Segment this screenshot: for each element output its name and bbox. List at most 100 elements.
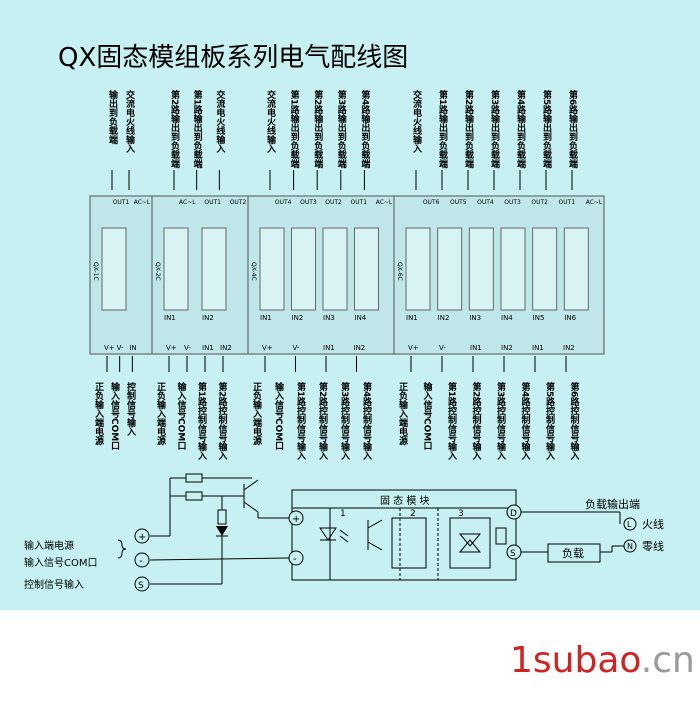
bottom-terminal-label: IN <box>129 344 136 352</box>
bottom-wire-label: 输入信号COM口 <box>109 381 121 451</box>
bottom-wire-label: 第6路控制信号输入 <box>569 381 581 461</box>
bottom-wire-label: 第3路控制信号输入 <box>495 381 507 461</box>
bottom-wire-label: 输入信号COM口 <box>273 381 285 451</box>
block-s-symbol: S <box>510 549 516 559</box>
top-terminal-label: OUT1 <box>204 199 221 206</box>
resistor-3 <box>217 509 227 525</box>
module-model-label: QX-1C <box>92 262 99 281</box>
top-wire-label: 输出到负载端 <box>107 89 118 145</box>
bottom-wire-label: 输入信号COM口 <box>422 381 434 451</box>
module-model-label: QX-6C <box>396 262 403 281</box>
channel-input-label: IN2 <box>438 314 450 322</box>
top-terminal-label: OUT2 <box>325 199 342 206</box>
load-box <box>547 543 601 563</box>
top-wire-label: 第3路输出到负载端 <box>336 89 347 169</box>
bottom-wire-label: 输入信号COM口 <box>176 381 188 451</box>
bottom-terminal-label: IN1 <box>323 344 335 352</box>
neutral-terminal <box>623 539 637 553</box>
channel-relay <box>354 227 379 311</box>
channel-input-label: IN1 <box>260 314 272 322</box>
schematic: 固 态 模 块 1 2 3 + - D S + <box>24 473 664 592</box>
bottom-wire-label: 正负输入端电源 <box>251 382 263 446</box>
input-minus-symbol: - <box>139 556 143 567</box>
label-neutral: 零线 <box>642 539 664 553</box>
label-input-com: 输入信号COM口 <box>24 556 97 569</box>
bottom-terminal-label: V+ <box>166 344 177 352</box>
bottom-wire-label: 第4路控制信号输入 <box>520 381 532 461</box>
stage-1-number: 1 <box>340 509 346 519</box>
bottom-terminal-label: V+ <box>262 344 273 352</box>
block-title: 固 态 模 块 <box>380 494 430 507</box>
channel-input-label: IN3 <box>323 314 335 322</box>
bottom-wire-label: 控制信号输入 <box>125 381 137 437</box>
channel-input-label: IN4 <box>501 314 513 322</box>
top-wire-label: 第1路输出到负载端 <box>437 89 448 169</box>
bottom-terminal-label: IN1 <box>532 344 544 352</box>
bottom-wire-label: 第2路控制信号输入 <box>217 381 229 461</box>
snubber-resistor <box>495 527 507 545</box>
channel-relay <box>163 227 189 311</box>
channel-input-label: IN2 <box>202 314 214 322</box>
bottom-terminal-label: IN2 <box>354 344 366 352</box>
top-terminal-label: OUT4 <box>477 199 494 206</box>
bottom-terminal-label: V- <box>117 344 124 352</box>
bottom-wire-label: 第2路控制信号输入 <box>471 381 483 461</box>
top-wire-label: 交流电火线输入 <box>124 89 136 154</box>
bottom-terminal-label: V- <box>293 344 300 352</box>
module-1: AC~L OUT1QX-1C V+V- IN 输出到负载端交流电火线输入正负输入端电源输… <box>89 89 153 451</box>
channel-input-label: IN5 <box>533 314 545 322</box>
channel-relay <box>500 227 526 311</box>
top-terminal-label: OUT2 <box>230 199 247 206</box>
channel-relay <box>468 227 494 311</box>
top-terminal-label: OUT6 <box>423 199 440 206</box>
bottom-wire-label: 第1路控制信号输入 <box>446 381 458 461</box>
input-plus-symbol: + <box>138 532 146 543</box>
bottom-wire-label: 正负输入端电源 <box>397 382 409 446</box>
label-live: 火线 <box>642 517 664 531</box>
bottom-wire-label: 第1路控制信号输入 <box>295 381 307 461</box>
block-d-symbol: D <box>510 509 517 519</box>
channel-relay <box>405 227 431 311</box>
bottom-terminal-label: IN2 <box>501 344 513 352</box>
bottom-terminal-label: V- <box>184 344 191 352</box>
top-terminal-label: OUT1 <box>559 199 576 206</box>
top-terminal-label: AC~L <box>376 199 393 206</box>
bottom-wire-label: 第3路控制信号输入 <box>339 381 351 461</box>
top-terminal-label: OUT4 <box>275 199 292 206</box>
label-input-power: 输入端电源 <box>24 539 74 552</box>
channel-input-label: IN1 <box>164 314 176 322</box>
bottom-terminal-label: IN2 <box>563 344 575 352</box>
channel-relay <box>201 227 227 311</box>
bottom-terminal-label: IN2 <box>220 344 232 352</box>
block-minus-symbol: - <box>293 554 297 565</box>
top-wire-label: 交流电火线输入 <box>265 89 277 154</box>
top-terminal-label: AC~L <box>586 199 603 206</box>
top-terminal-label: AC~L <box>134 199 151 206</box>
top-wire-label: 第4路输出到负载端 <box>359 89 370 169</box>
channel-input-label: IN4 <box>355 314 367 322</box>
bottom-terminal-label: V+ <box>104 344 115 352</box>
bottom-wire-label: 第2路控制信号输入 <box>317 381 329 461</box>
live-terminal <box>623 517 637 531</box>
block-plus-symbol: + <box>292 514 300 525</box>
bottom-wire-label: 正负输入端电源 <box>93 382 105 446</box>
stage-2-number: 2 <box>410 509 416 519</box>
channel-input-label: IN2 <box>292 314 304 322</box>
input-control-symbol: S <box>138 581 144 591</box>
top-wire-label: 第4路输出到负载端 <box>515 89 526 169</box>
load-label: 负载 <box>562 546 584 560</box>
bottom-wire-label: 第1路控制信号输入 <box>196 381 208 461</box>
top-terminal-label: OUT5 <box>450 199 467 206</box>
channel-relay <box>437 227 463 311</box>
channel-input-label: IN6 <box>564 314 576 322</box>
top-terminal-label: OUT1 <box>113 199 130 206</box>
power-brace <box>117 539 127 559</box>
top-wire-label: 第1路输出到负载端 <box>289 89 300 169</box>
block-header <box>291 489 517 509</box>
bottom-terminal-label: V- <box>439 344 446 352</box>
label-control-input: 控制信号输入 <box>24 578 84 591</box>
channel-relay <box>322 227 348 311</box>
